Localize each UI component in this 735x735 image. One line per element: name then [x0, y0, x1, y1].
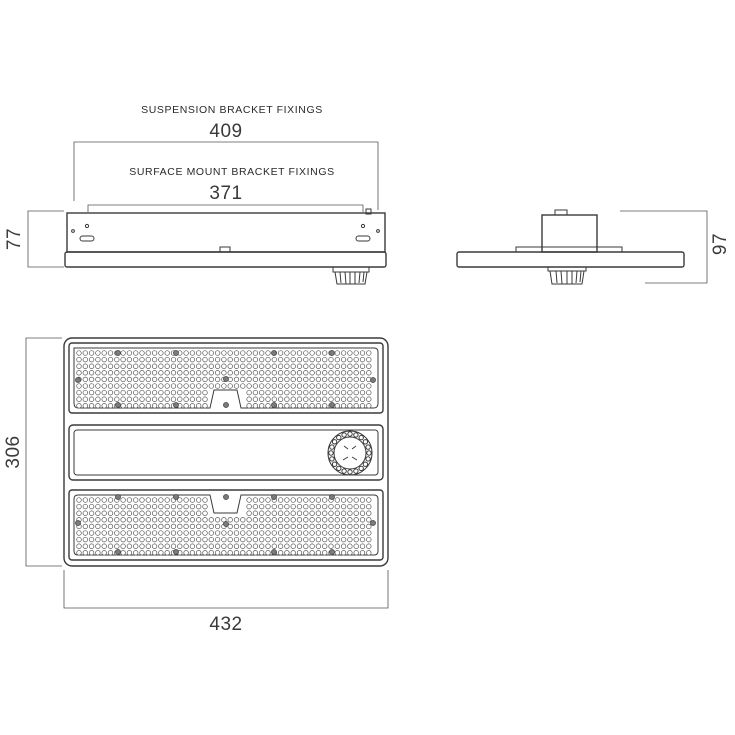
bottom-led-array	[75, 494, 376, 556]
suspension-bracket-value: 409	[209, 121, 242, 142]
suspension-bracket-title: SUSPENSION BRACKET FIXINGS	[141, 104, 323, 116]
front-center-tab	[219, 246, 231, 253]
front-cable-gland	[332, 266, 370, 285]
front-right-fixing	[360, 223, 366, 229]
side-base-plate	[456, 251, 685, 268]
plan-view: 306 432	[3, 337, 389, 635]
side-top-tab	[554, 209, 568, 216]
front-left-fixing	[84, 223, 90, 229]
bottom-led-panel	[68, 489, 384, 561]
front-right-slot	[355, 235, 371, 242]
plan-width-dimension-line	[63, 570, 389, 609]
side-height-value: 97	[710, 233, 731, 255]
front-housing	[66, 212, 386, 253]
front-height-dimension-line	[27, 210, 64, 268]
front-base-plate	[64, 251, 387, 268]
side-cable-gland	[547, 266, 587, 285]
plan-cable-gland	[327, 430, 373, 476]
plan-depth-value: 306	[3, 435, 24, 468]
surface-mount-dimension-line	[87, 204, 364, 212]
suspension-dimension-line	[73, 141, 379, 210]
side-mounting-strip	[515, 246, 623, 253]
front-height-value: 77	[4, 228, 25, 250]
middle-channel-inner	[73, 429, 379, 476]
surface-mount-bracket-title: SURFACE MOUNT BRACKET FIXINGS	[129, 166, 334, 178]
side-elevation-view: 97	[456, 209, 731, 285]
middle-driver-channel	[68, 424, 384, 481]
front-left-slot	[79, 235, 95, 242]
bottom-led-array-outline	[73, 494, 379, 556]
plan-depth-dimension-line	[25, 337, 62, 567]
top-led-array-outline	[73, 347, 379, 409]
side-driver-box	[541, 214, 598, 253]
surface-mount-bracket-value: 371	[209, 183, 242, 204]
front-elevation-view: SUSPENSION BRACKET FIXINGS 409 SURFACE M…	[4, 104, 387, 285]
front-right-hole	[376, 229, 380, 233]
front-left-hole	[71, 229, 75, 233]
top-led-panel	[68, 342, 384, 414]
front-top-tab	[365, 208, 372, 215]
plan-width-value: 432	[209, 614, 242, 635]
top-led-array	[75, 350, 376, 409]
plan-outline	[63, 337, 389, 567]
side-height-dimension-line	[620, 210, 708, 284]
